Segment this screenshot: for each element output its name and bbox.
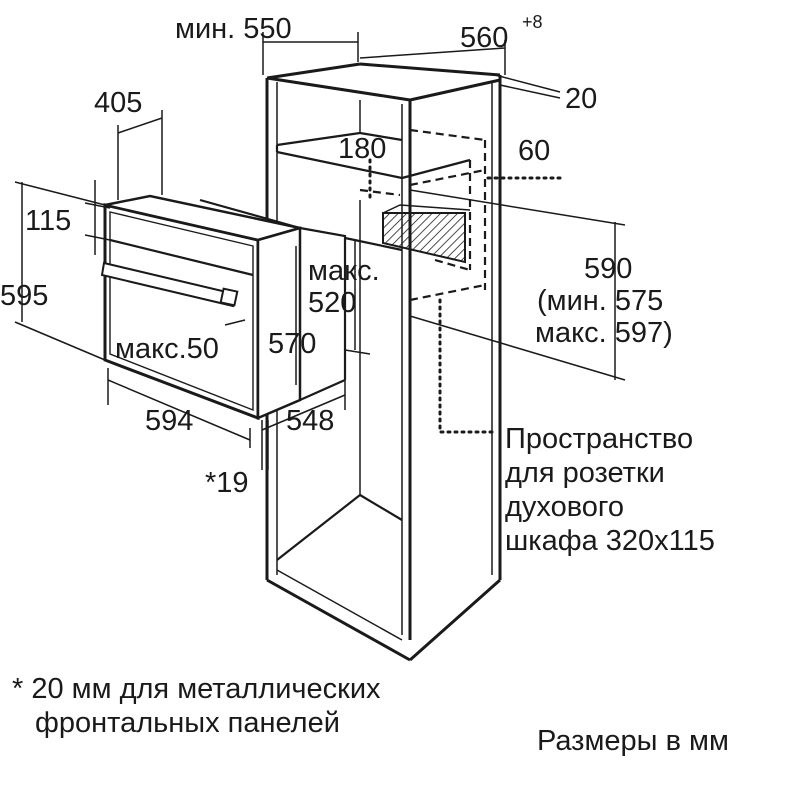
label-min-575: (мин. 575 [537,285,663,317]
footnote-line-2: фронтальных панелей [35,707,340,739]
dimension-labels: мин. 550 560 +8 20 405 180 60 115 595 ма… [0,12,673,499]
label-max-520-prefix: макс. [308,255,380,287]
label-20: 20 [565,83,597,115]
label-max-597: макс. 597) [535,317,673,349]
footnote-line-1: * 20 мм для металлических [12,673,381,705]
label-min-550: мин. 550 [175,13,292,45]
socket-caption-line-3: духового [505,491,624,523]
label-560: 560 [460,22,508,54]
units-note: Размеры в мм [537,725,729,757]
label-595: 595 [0,280,48,312]
cabinet [265,62,502,662]
label-max-520-value: 520 [308,287,356,319]
socket-caption-line-4: шкафа 320x115 [505,525,715,557]
socket-caption: Пространство для розетки духового шкафа … [505,423,715,557]
label-570: 570 [268,328,316,360]
socket-space [382,204,471,264]
hidden-edges [359,128,487,302]
label-590: 590 [584,253,632,285]
label-max-50: макс.50 [115,333,219,365]
label-180: 180 [338,133,386,165]
footnotes: * 20 мм для металлических фронтальных па… [12,673,729,757]
dimension-lines [14,32,626,470]
label-548: 548 [286,405,334,437]
label-594: 594 [145,405,193,437]
label-19: *19 [205,467,249,499]
label-115: 115 [25,205,71,237]
label-560-tolerance: +8 [522,12,543,32]
oven [100,194,347,421]
label-405: 405 [94,87,142,119]
socket-caption-line-2: для розетки [505,457,665,489]
socket-caption-line-1: Пространство [505,423,693,455]
label-60: 60 [518,135,550,167]
